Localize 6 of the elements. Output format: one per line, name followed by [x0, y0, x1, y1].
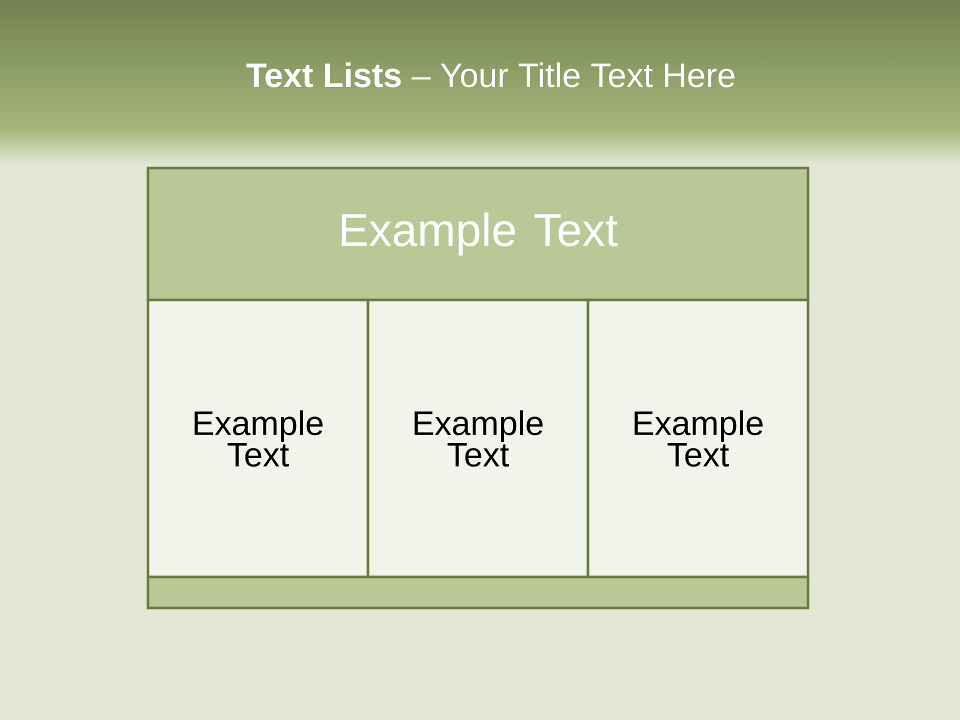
table-header: Example Text [146, 166, 810, 302]
footer-bar [146, 576, 810, 610]
table-cell: Example Text [586, 298, 810, 578]
table-cell: Example Text [146, 298, 370, 578]
slide-title: Text Lists – Your Title Text Here [246, 62, 734, 88]
table-cell: Example Text [366, 298, 590, 578]
